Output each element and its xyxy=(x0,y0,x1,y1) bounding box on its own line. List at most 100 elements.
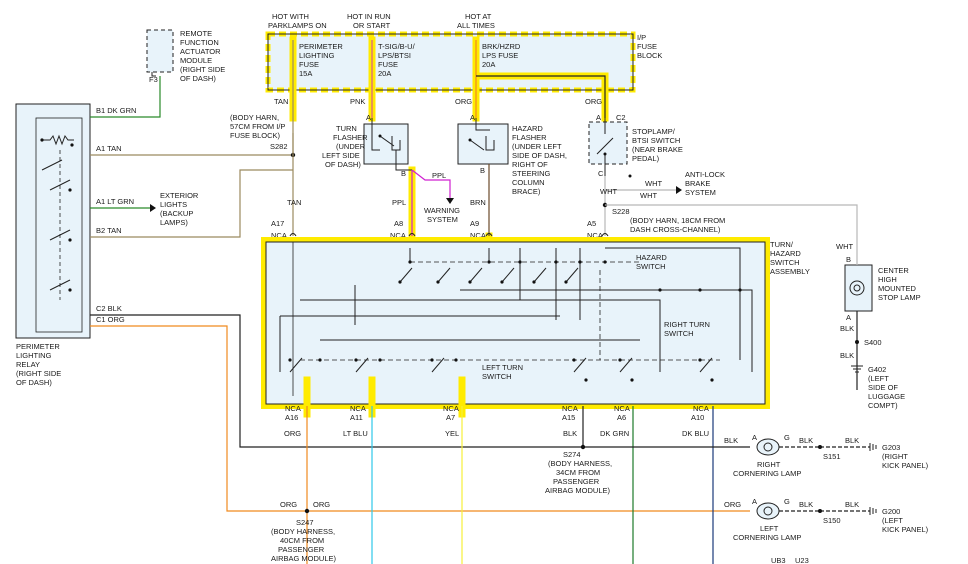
s282-l1: (BODY HARN, xyxy=(230,113,279,122)
bot-conn-nca-a10: NCA xyxy=(693,404,709,413)
turn-flasher-l3: (UNDER xyxy=(336,142,366,151)
top-connectors: A17 NCA A8 NCA A9 NCA A5 NCA xyxy=(271,219,609,240)
chmsl-pin-b: B xyxy=(846,255,851,264)
bottom-ref-2: U23 xyxy=(795,556,809,564)
hazard-pin-a-bottom: B xyxy=(480,166,485,175)
hazard-l6: STEERING xyxy=(512,169,551,178)
remote-module-pin: F3 xyxy=(149,75,158,84)
top-conn-nca-a9: NCA xyxy=(470,231,486,240)
hazard-flasher xyxy=(457,118,509,236)
chmsl-pin-a: A xyxy=(846,313,851,322)
stoplamp-pin-a: A xyxy=(596,113,601,122)
warning-arrow xyxy=(446,198,454,204)
left-turn-l1: LEFT TURN xyxy=(482,363,523,372)
hazard-l3: (UNDER LEFT xyxy=(512,142,562,151)
turn-flasher-pin-a: A xyxy=(366,113,371,122)
bottom-ref-1: UB3 xyxy=(771,556,786,564)
left-cornering-lamp xyxy=(756,502,877,520)
chmsl-l3: MOUNTED xyxy=(878,284,916,293)
wire-label-ppl2: PPL xyxy=(392,198,406,207)
fuse3-l2: LPS FUSE xyxy=(482,51,518,60)
top-conn-pin-a8: A8 xyxy=(394,219,403,228)
header-parklamps-line2: PARKLAMPS ON xyxy=(268,21,327,30)
switch-assembly xyxy=(261,237,770,409)
header-run-line2: OR START xyxy=(353,21,391,30)
bot-conn-pin-a10: A10 xyxy=(691,413,704,422)
lcl-splice: S150 xyxy=(823,516,841,525)
chmsl-wire-out2: BLK xyxy=(840,351,854,360)
hazard-pin-a-top: A xyxy=(470,113,475,122)
switch-assembly-l1: TURN/ xyxy=(770,240,794,249)
relay-pin-c1: C1 ORG xyxy=(96,315,125,324)
remote-function-module xyxy=(146,29,174,77)
output-wires xyxy=(306,406,750,564)
chmsl-l4: STOP LAMP xyxy=(878,293,921,302)
stoplamp-l2: BTSI SWITCH xyxy=(632,136,680,145)
chmsl-wire-out: BLK xyxy=(840,324,854,333)
bot-conn-nca-a11: NCA xyxy=(350,404,366,413)
s274-l3: 34CM FROM xyxy=(556,468,600,477)
fuse-block-label-3: BLOCK xyxy=(637,51,662,60)
exterior-lights-l4: LAMPS) xyxy=(160,218,188,227)
rcl-label-2: CORNERING LAMP xyxy=(733,469,801,478)
fuse1-l2: LIGHTING xyxy=(299,51,335,60)
splice-s247 xyxy=(304,508,310,514)
wire-label-org2: ORG xyxy=(585,97,602,106)
wire-label-wht2: WHT xyxy=(645,179,662,188)
chmsl-ground-l4: COMPT) xyxy=(868,401,898,410)
relay-pin-a1: A1 TAN xyxy=(96,144,122,153)
s247-l1: S247 xyxy=(296,518,314,527)
wire-label-ppl: PPL xyxy=(432,171,446,180)
fuse3-l1: BRK/HZRD xyxy=(482,42,521,51)
bot-conn-pin-a6: A6 xyxy=(617,413,626,422)
rcl-wire-r: BLK xyxy=(799,436,813,445)
stoplamp-switch xyxy=(588,118,628,176)
remote-module-l1: REMOTE xyxy=(180,29,212,38)
fuse-block-label-2: FUSE xyxy=(637,42,657,51)
s228-l3: DASH CROSS-CHANNEL) xyxy=(630,225,721,234)
top-conn-nca-a8: NCA xyxy=(390,231,406,240)
stoplamp-l4: PEDAL) xyxy=(632,154,660,163)
relay-pin-b1: B1 DK GRN xyxy=(96,106,136,115)
relay-label-4: (RIGHT SIDE xyxy=(16,369,61,378)
s247-l5: AIRBAG MODULE) xyxy=(271,554,337,563)
chmsl-splice: S400 xyxy=(864,338,882,347)
switch-assembly-l4: ASSEMBLY xyxy=(770,267,810,276)
hazard-l7: COLUMN xyxy=(512,178,545,187)
wire-label-wht: WHT xyxy=(600,187,617,196)
bot-conn-pin-a16: A16 xyxy=(285,413,298,422)
top-conn-nca-a5: NCA xyxy=(587,231,603,240)
top-conn-pin-a5: A5 xyxy=(587,219,596,228)
abs-l2: BRAKE xyxy=(685,179,710,188)
remote-module-l4: MODULE xyxy=(180,56,212,65)
wire-label-pnk: PNK xyxy=(350,97,365,106)
top-conn-pin-a17: A17 xyxy=(271,219,284,228)
splice-s274 xyxy=(580,444,586,450)
s282-l4: S282 xyxy=(270,142,288,151)
chmsl-ground: G402 xyxy=(868,365,886,374)
top-conn-pin-a9: A9 xyxy=(470,219,479,228)
s228-l1: S228 xyxy=(612,207,630,216)
switch-assembly-l3: SWITCH xyxy=(770,258,800,267)
s274-l1: S274 xyxy=(563,450,581,459)
remote-module-l5: (RIGHT SIDE xyxy=(180,65,225,74)
relay-label-5: OF DASH) xyxy=(16,378,52,387)
fuse-block xyxy=(265,31,636,93)
remote-module-l6: OF DASH) xyxy=(180,74,216,83)
rcl-ground-l1: (RIGHT xyxy=(882,452,908,461)
out-label-ltblu: LT BLU xyxy=(343,429,368,438)
warning-l2: SYSTEM xyxy=(427,215,458,224)
hazard-l1: HAZARD xyxy=(512,124,543,133)
bot-conn-pin-a7: A7 xyxy=(446,413,455,422)
c-pin-dot xyxy=(628,174,632,178)
s274-l5: AIRBAG MODULE) xyxy=(545,486,611,495)
lcl-pin-g: G xyxy=(784,497,790,506)
hazard-switch-l2: SWITCH xyxy=(636,262,666,271)
wire-label-org: ORG xyxy=(455,97,472,106)
turn-flasher-l1: TURN xyxy=(336,124,357,133)
abs-l1: ANTI-LOCK xyxy=(685,170,725,179)
exterior-lights-l2: LIGHTS xyxy=(160,200,187,209)
fuse2-l2: LPS/BTSI xyxy=(378,51,411,60)
wire-wht-chmsl xyxy=(605,204,858,252)
